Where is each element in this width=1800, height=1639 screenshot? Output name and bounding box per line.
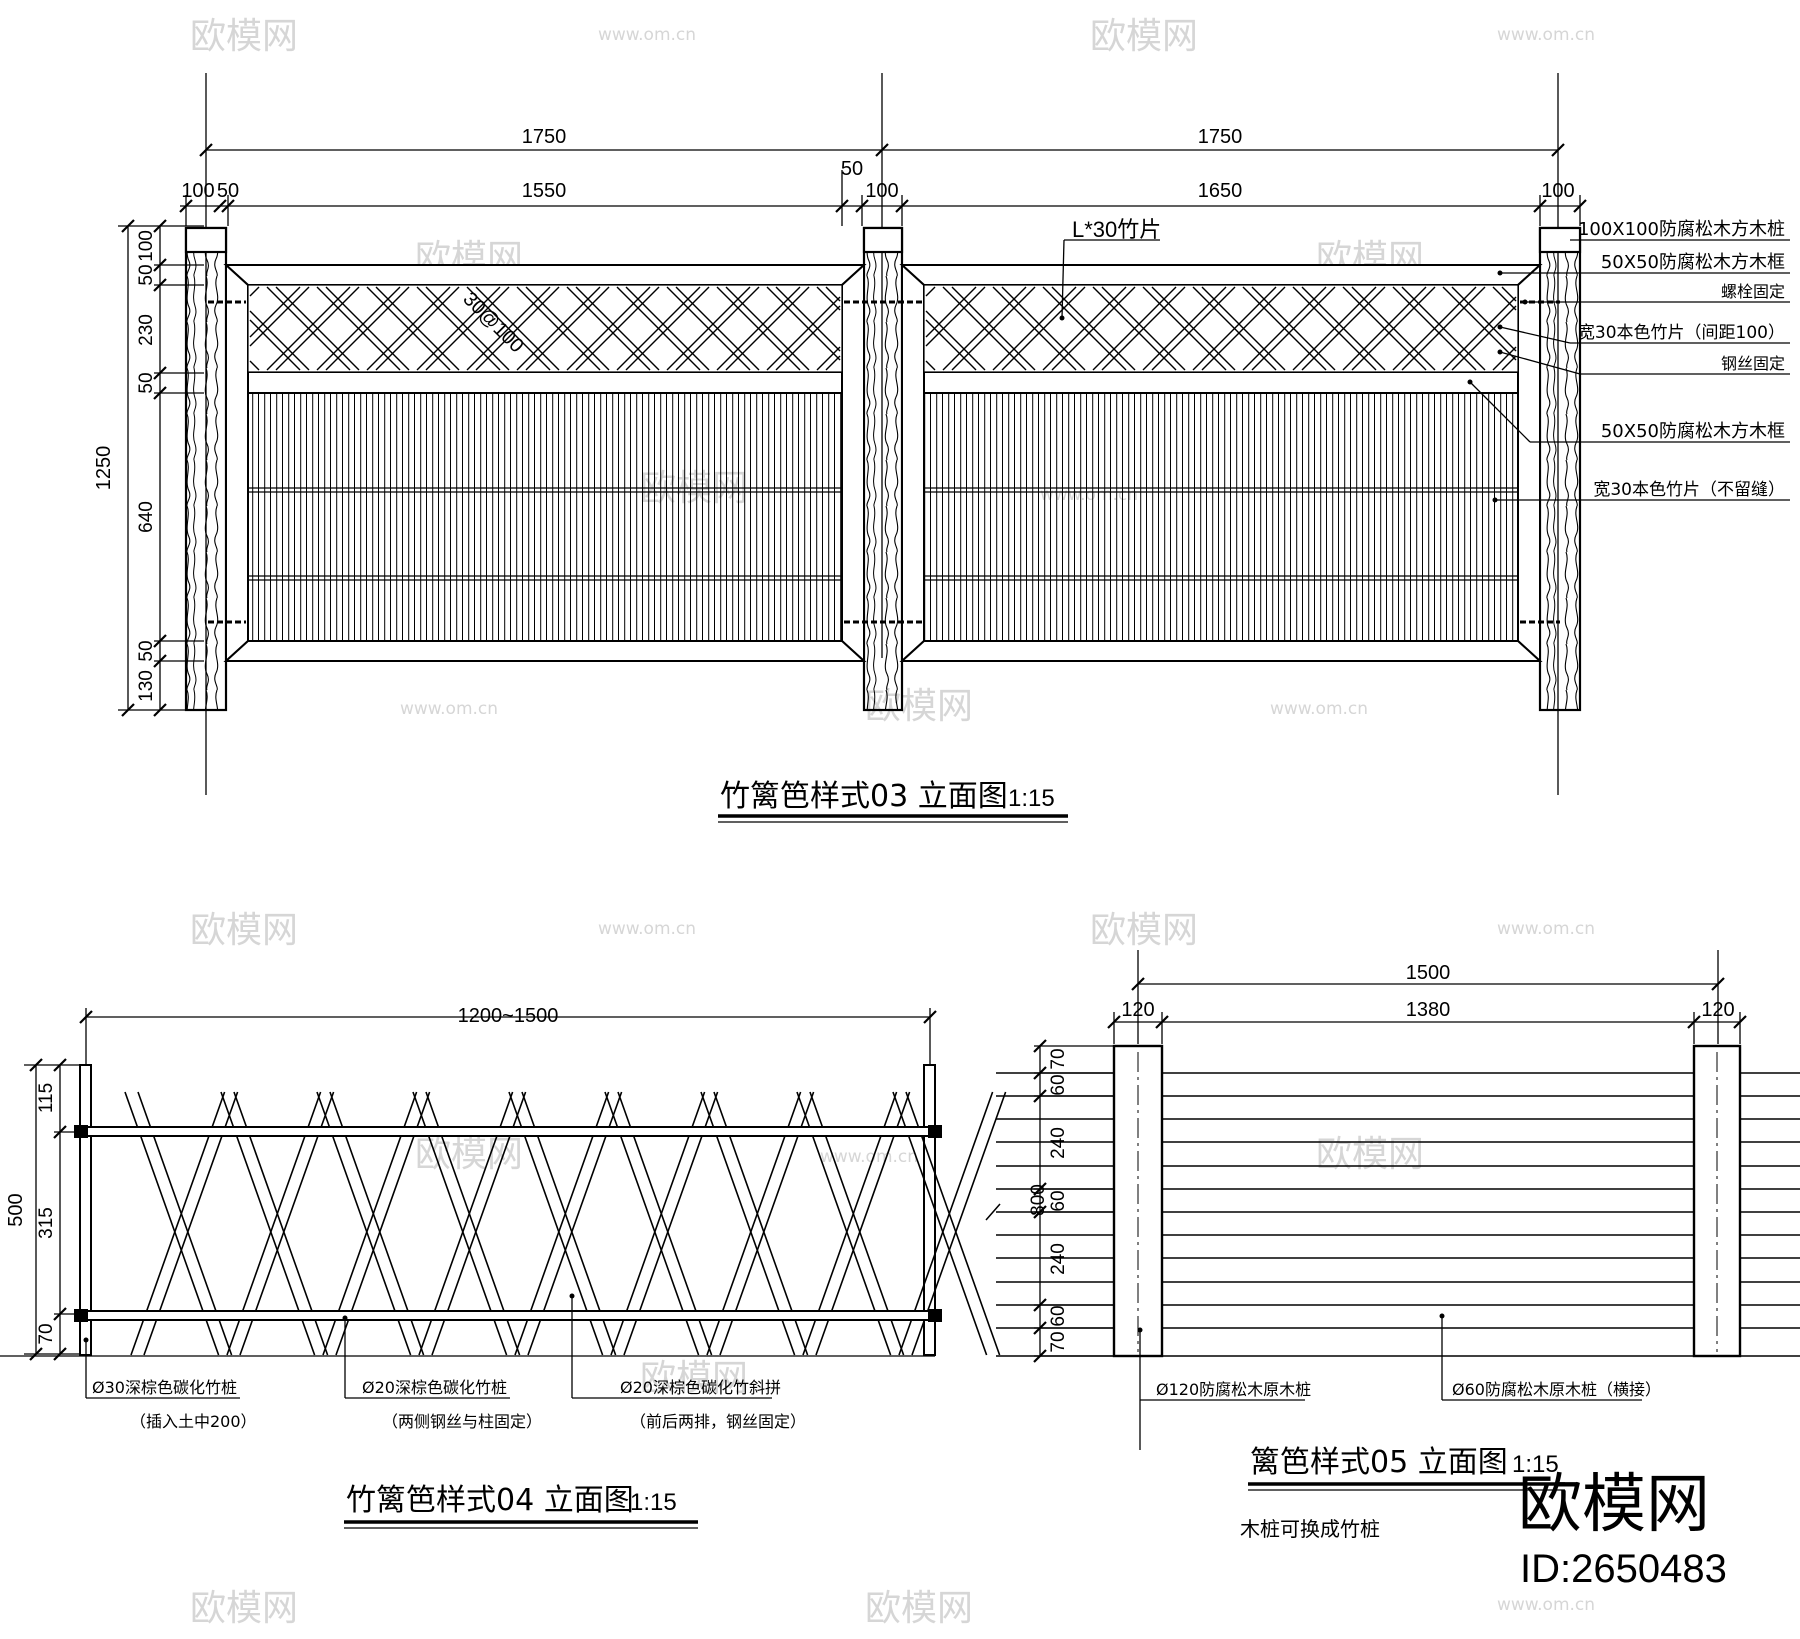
watermark-url: www.om.cn xyxy=(1270,699,1368,719)
wooden-post xyxy=(1538,226,1582,712)
dim-text: 240 xyxy=(1048,1127,1069,1159)
style03-note-callouts: 100X100防腐松木方木桩 50X50防腐松木方木框 螺栓固定 宽30本色竹片… xyxy=(1467,219,1790,503)
brand-logo-text: 欧模网 xyxy=(1518,1468,1710,1542)
note-text: 50X50防腐松木方木框 xyxy=(1601,252,1785,273)
watermark-brand: 欧模网 xyxy=(640,1358,748,1399)
note-text: （前后两排，钢丝固定） xyxy=(630,1412,806,1431)
style04-note-callouts: Ø30深棕色碳化竹桩 （插入土中200） Ø20深棕色碳化竹桩 （两侧钢丝与柱固… xyxy=(83,1293,806,1431)
dim-text: 1380 xyxy=(1406,999,1451,1021)
dim-text: 1650 xyxy=(1198,180,1243,202)
note-text: 50X50防腐松木方木框 xyxy=(1601,421,1785,442)
dim-text: 1200~1500 xyxy=(458,1005,559,1027)
wooden-post xyxy=(184,226,228,712)
style05-scale: 1:15 xyxy=(1512,1451,1559,1478)
dim-text: 50 xyxy=(136,264,157,285)
style05-subnote: 木桩可换成竹桩 xyxy=(1240,1517,1380,1541)
dim-text: 130 xyxy=(136,670,157,702)
note-text: Ø20深棕色碳化竹斜拼 xyxy=(620,1378,781,1397)
note-text: Ø30深棕色碳化竹桩 xyxy=(92,1378,237,1397)
dim-text: 50 xyxy=(136,640,157,661)
dim-text: 800 xyxy=(1028,1184,1049,1216)
dim-text: 60 xyxy=(1048,1305,1069,1326)
dim-text: 70 xyxy=(1048,1331,1069,1352)
note-text: Ø60防腐松木原木桩（横接） xyxy=(1452,1380,1661,1399)
dim-text: 230 xyxy=(136,314,157,346)
dim-text: 1250 xyxy=(93,446,115,491)
dim-text: 50 xyxy=(217,180,239,202)
dim-text: 100 xyxy=(865,180,898,202)
watermark-brand: 欧模网 xyxy=(190,1588,298,1629)
note-text: （两侧钢丝与柱固定） xyxy=(382,1412,542,1431)
dim-text: 60 xyxy=(1048,1074,1069,1095)
style05-note-callouts: Ø120防腐松木原木桩 Ø60防腐松木原木桩（横接） xyxy=(1137,1313,1661,1450)
note-text: 螺栓固定 xyxy=(1721,282,1785,301)
style04-scale: 1:15 xyxy=(630,1489,677,1516)
lattice-bamboo-strips xyxy=(249,286,841,371)
dim-text: 115 xyxy=(36,1083,57,1113)
watermark-brand: 欧模网 xyxy=(1090,16,1198,57)
round-log-post xyxy=(1112,1044,1742,1358)
watermark-url: www.om.cn xyxy=(598,919,696,939)
dim-text: 1550 xyxy=(522,180,567,202)
dim-text: 50 xyxy=(136,372,157,393)
style04-elevation: 1200~1500 500 115 315 70 xyxy=(0,1005,1007,1529)
watermark-url: www.om.cn xyxy=(400,699,498,719)
note-text: Ø20深棕色碳化竹桩 xyxy=(362,1378,507,1397)
dim-text: 500 xyxy=(5,1193,27,1226)
style03-scale: 1:15 xyxy=(1008,785,1055,812)
dim-text: 100 xyxy=(136,230,157,262)
lattice-bamboo-strips xyxy=(925,286,1517,371)
dim-text: 1500 xyxy=(1406,962,1451,984)
watermark-brand: 欧模网 xyxy=(190,16,298,57)
style05-title: 篱笆样式05 立面图 xyxy=(1250,1445,1508,1480)
style05-elevation: 1500 120 1380 120 xyxy=(985,950,1800,1541)
watermark-brand: 欧模网 xyxy=(190,910,298,951)
note-text: Ø120防腐松木原木桩 xyxy=(1156,1380,1311,1399)
style04-title: 竹篱笆样式04 立面图 xyxy=(346,1483,634,1518)
dim-text: 240 xyxy=(1048,1243,1069,1275)
lattice-strip-callout: L*30竹片 xyxy=(1072,217,1161,242)
style03-elevation: 1750 1750 100 50 1550 50 100 1650 100 xyxy=(93,73,1790,823)
note-text: 100X100防腐松木方木桩 xyxy=(1578,219,1785,240)
dim-text: 100 xyxy=(1541,180,1574,202)
dim-text: 120 xyxy=(1701,999,1734,1021)
fence-panel-right xyxy=(899,262,1543,664)
watermark-brand: 欧模网 xyxy=(1090,910,1198,951)
dim-text: 120 xyxy=(1121,999,1154,1021)
dim-text: 70 xyxy=(36,1323,57,1344)
note-text: （插入土中200） xyxy=(130,1412,257,1431)
watermark-url: www.om.cn xyxy=(1497,1595,1595,1615)
dim-text: 640 xyxy=(136,501,157,533)
dim-text: 1750 xyxy=(522,126,567,148)
wooden-post xyxy=(862,226,904,712)
note-text: 钢丝固定 xyxy=(1721,354,1785,373)
watermark-brand: 欧模网 xyxy=(865,1588,973,1629)
brand-stamp: 欧模网 ID:2650483 xyxy=(1518,1468,1727,1591)
dim-text: 50 xyxy=(841,158,863,180)
watermark-url: www.om.cn xyxy=(820,1147,918,1167)
watermark-brand: 欧模网 xyxy=(415,1134,523,1175)
dim-text: 100 xyxy=(181,180,214,202)
dim-text: 60 xyxy=(1048,1190,1069,1211)
dim-text: 315 xyxy=(36,1207,57,1239)
watermark-url: www.om.cn xyxy=(1497,919,1595,939)
watermark-brand: 欧模网 xyxy=(1316,1134,1424,1175)
watermark-url: www.om.cn xyxy=(598,25,696,45)
note-text: 宽30本色竹片（不留缝） xyxy=(1593,480,1785,500)
dim-text: 70 xyxy=(1048,1048,1069,1069)
dim-text: 1750 xyxy=(1198,126,1243,148)
watermark-url: www.om.cn xyxy=(1497,25,1595,45)
style03-title: 竹篱笆样式03 立面图 xyxy=(720,779,1008,814)
brand-id: ID:2650483 xyxy=(1520,1547,1727,1591)
horizontal-bamboo-rail xyxy=(74,1125,942,1322)
note-text: 宽30本色竹片（间距100） xyxy=(1578,323,1785,343)
